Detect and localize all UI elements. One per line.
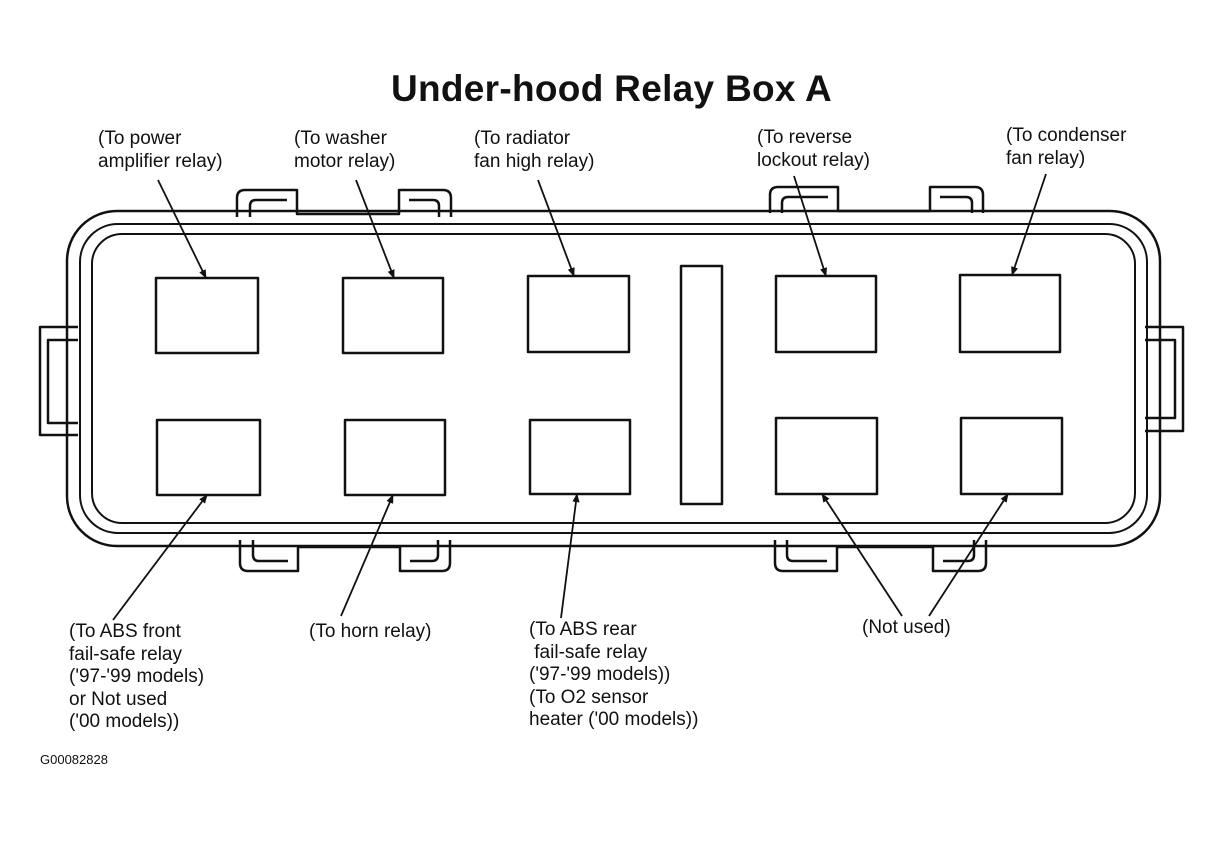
side-tab-right xyxy=(1145,325,1185,433)
center-strip xyxy=(679,264,724,506)
diagram-title: Under-hood Relay Box A xyxy=(390,68,833,109)
housing-inner xyxy=(79,223,1148,534)
arrow-bottom-2 xyxy=(340,494,394,617)
label-abs-front-fail-safe-relay: (To ABS front fail-safe relay ('97-'99 m… xyxy=(69,621,205,732)
bottom-tab-left-inner xyxy=(251,540,440,563)
relay-top-1 xyxy=(154,276,260,355)
relay-top-5 xyxy=(958,273,1062,354)
label-not-used: (Not used) xyxy=(862,617,951,638)
arrow-bottom-1 xyxy=(112,494,208,621)
bottom-tab-right xyxy=(773,540,988,573)
arrow-top-1 xyxy=(157,179,207,279)
figure-code: G00082828 xyxy=(40,752,108,767)
housing-inner-2 xyxy=(91,233,1136,524)
label-abs-rear-fail-safe-relay: (To ABS rear fail-safe relay ('97-'99 mo… xyxy=(529,619,699,730)
relay-bottom-4 xyxy=(774,416,879,496)
relay-bottom-3 xyxy=(528,418,632,496)
relay-bottom-2 xyxy=(343,418,447,497)
relay-top-3 xyxy=(526,274,631,354)
arrow-bottom-4b xyxy=(928,493,1009,617)
relay-bottom-5 xyxy=(959,416,1064,496)
arrow-top-4 xyxy=(793,175,827,277)
label-horn-relay: (To horn relay) xyxy=(309,621,432,642)
label-power-amplifier-relay: (To power amplifier relay) xyxy=(98,128,223,172)
label-radiator-fan-high-relay: (To radiator fan high relay) xyxy=(474,128,595,172)
arrow-top-5 xyxy=(1011,173,1047,276)
bottom-tab-right-inner xyxy=(785,540,976,563)
bottom-tab-left xyxy=(238,540,452,573)
top-tab-left xyxy=(235,188,453,217)
arrow-top-3 xyxy=(537,179,575,277)
label-condenser-fan-relay: (To condenser fan relay) xyxy=(1006,125,1127,169)
housing-outer xyxy=(65,209,1162,548)
relay-top-2 xyxy=(341,276,445,355)
arrow-bottom-4a xyxy=(821,493,903,617)
arrow-top-2 xyxy=(355,179,395,279)
top-tab-right-inner xyxy=(780,195,974,213)
arrow-bottom-3 xyxy=(560,493,580,619)
label-reverse-lockout-relay: (To reverse lockout relay) xyxy=(757,127,870,171)
relay-top-4 xyxy=(774,274,878,354)
side-tab-left xyxy=(38,325,78,437)
label-washer-motor-relay: (To washer motor relay) xyxy=(294,128,396,172)
top-tab-left-inner xyxy=(248,198,441,217)
relay-bottom-1 xyxy=(155,418,262,497)
